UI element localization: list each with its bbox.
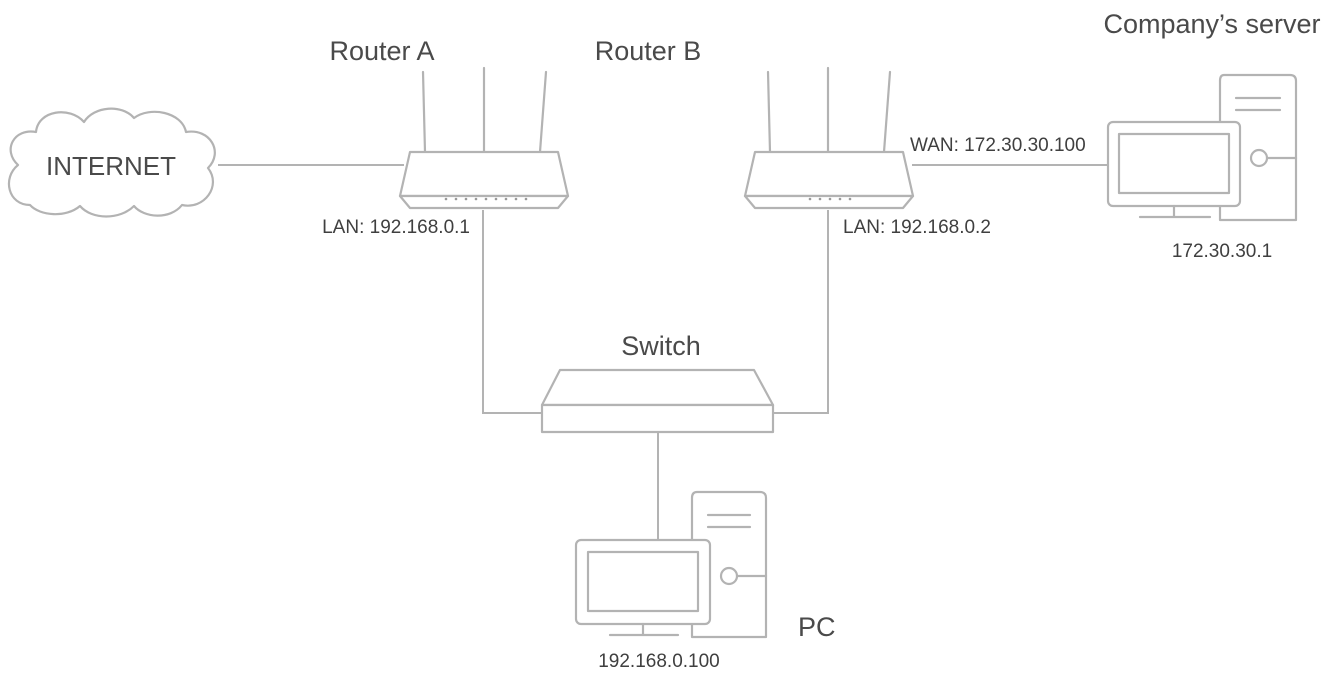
- pc-title: PC: [798, 612, 836, 642]
- switch-icon: [540, 368, 775, 434]
- router-a-icon: [398, 66, 570, 210]
- router-b-status-leds: [808, 197, 852, 201]
- switch-title: Switch: [621, 331, 701, 361]
- router-a-title: Router A: [329, 36, 434, 66]
- router-b-to-switch-link: [772, 210, 829, 414]
- router-a-lan-label: LAN: 192.168.0.1: [322, 217, 470, 238]
- connections: [218, 164, 1108, 540]
- router-a-status-leds: [444, 197, 528, 201]
- internet-label: INTERNET: [46, 151, 176, 181]
- server-ip-label: 172.30.30.1: [1172, 241, 1272, 262]
- router-a-to-switch-link: [482, 210, 543, 414]
- router-b-lan-label: LAN: 192.168.0.2: [843, 217, 991, 238]
- router-b-icon: [743, 66, 915, 210]
- internet-cloud-icon: INTERNET: [8, 107, 216, 218]
- pc-computer-icon: [574, 490, 768, 639]
- server-computer-icon: [1106, 73, 1298, 222]
- server-title: Company’s server: [1103, 9, 1320, 39]
- router-b-title: Router B: [595, 36, 702, 66]
- router-b-wan-label: WAN: 172.30.30.100: [910, 135, 1086, 156]
- pc-ip-label: 192.168.0.100: [598, 651, 720, 672]
